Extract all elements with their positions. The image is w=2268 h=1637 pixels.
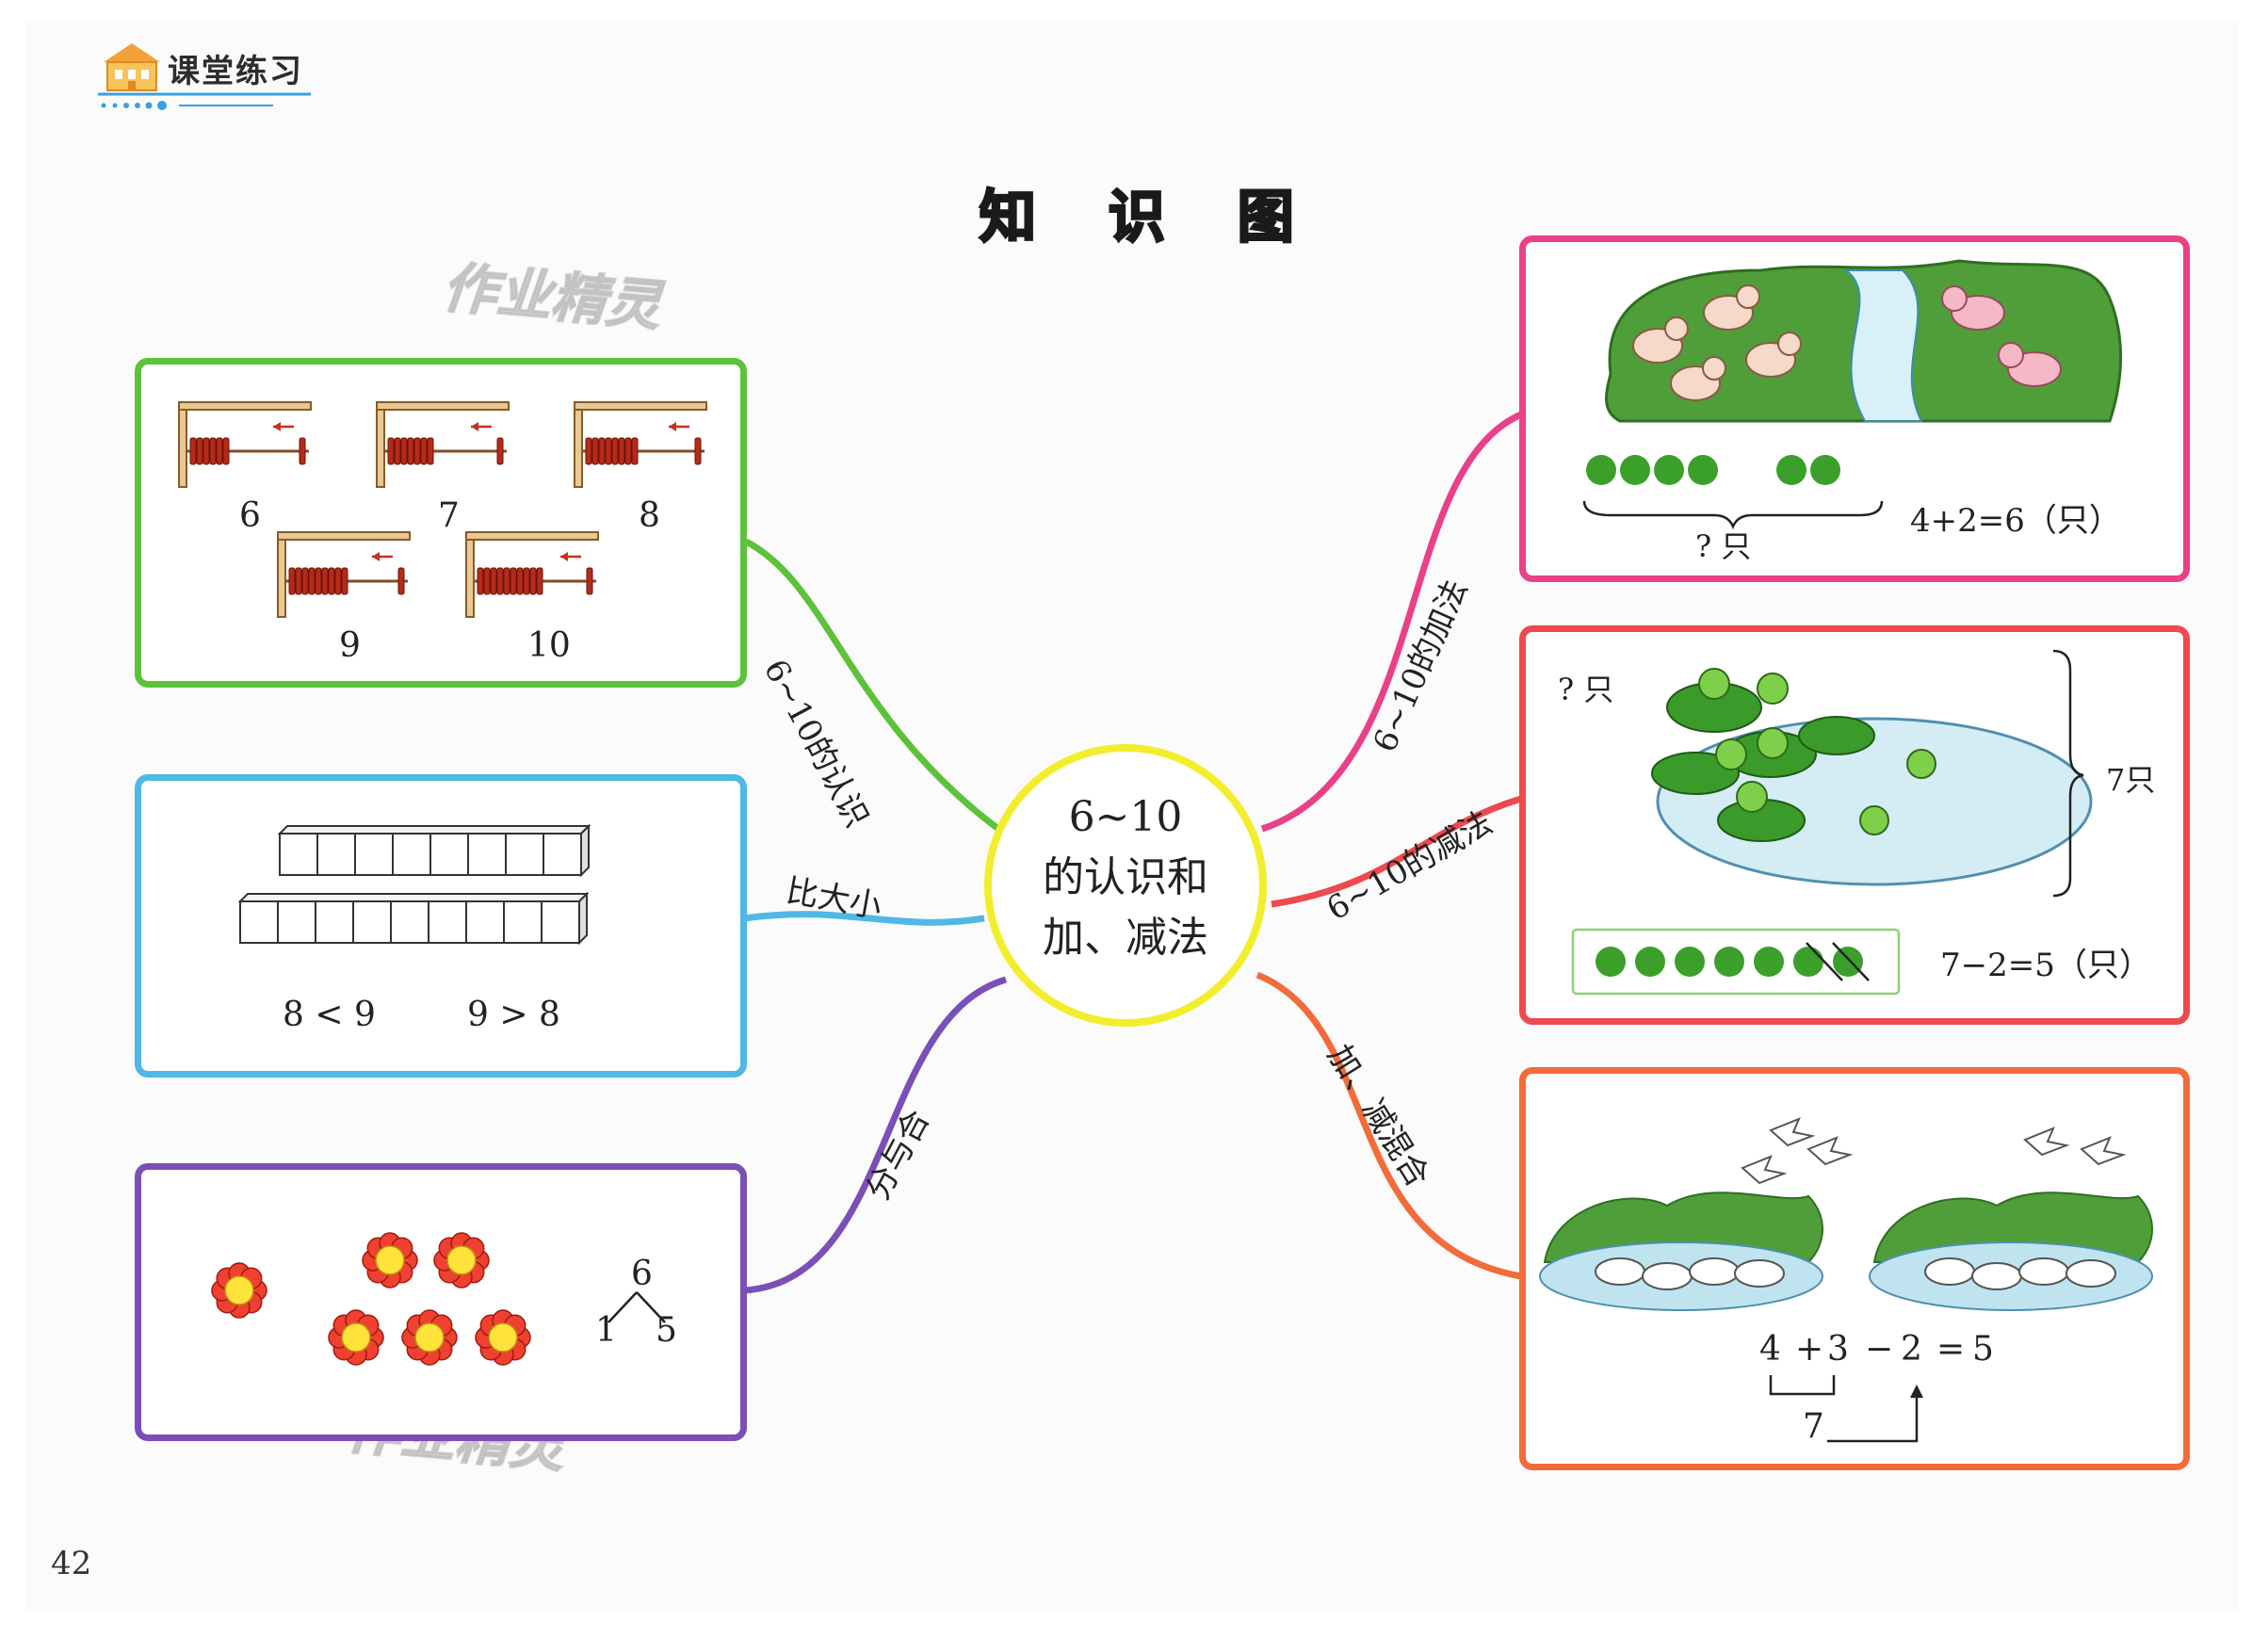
- mixed-subtotal: 7: [1803, 1407, 1824, 1446]
- dot: [1833, 947, 1863, 977]
- brace-right: [2052, 649, 2084, 898]
- bracket-under-4-3: [1769, 1375, 1836, 1396]
- swan-scene: [1539, 1117, 2153, 1443]
- pond-right: [1869, 1126, 2153, 1311]
- subtraction-question: ? 只: [1558, 672, 1614, 707]
- dot: [1675, 947, 1705, 977]
- flower-icon: [475, 1309, 531, 1366]
- pond-left: [1539, 1191, 1823, 1311]
- mixed-term-c: 2: [1901, 1330, 1922, 1369]
- dot: [1754, 947, 1784, 977]
- compare-box: 8 < 9 9 > 8: [135, 774, 747, 1078]
- page-number: 42: [51, 1545, 92, 1582]
- frog-pond-scene: [1571, 649, 2093, 996]
- abacus-label-7: 7: [438, 496, 460, 535]
- abacus-label-10: 10: [527, 626, 571, 665]
- abacus-label-6: 6: [239, 496, 261, 535]
- dot: [1635, 947, 1665, 977]
- cube-rows: [237, 823, 591, 946]
- dot: [1793, 947, 1823, 977]
- school-icon: [104, 43, 160, 91]
- addition-equation: 4+2=6（只）: [1910, 502, 2121, 540]
- connector-recognition: [744, 538, 1001, 832]
- mixed-equals: =: [1936, 1330, 1966, 1369]
- flower-icon: [401, 1309, 458, 1366]
- compare-left-expression: 8 < 9: [283, 996, 376, 1034]
- mixed-term-b: 3: [1827, 1330, 1849, 1369]
- header-label: 课堂练习: [168, 53, 303, 90]
- abacus-icon: [465, 531, 599, 618]
- abacus-icon: [178, 401, 312, 488]
- split-part-b: 5: [656, 1311, 677, 1350]
- mixed-op-b: −: [1865, 1330, 1894, 1369]
- abacus-icon: [376, 401, 510, 488]
- center-line-1: 6~10: [1068, 793, 1183, 841]
- flower-icon: [362, 1232, 418, 1289]
- center-line-3: 加、减法: [1043, 914, 1208, 962]
- header-badge: [98, 43, 311, 110]
- split-whole: 6: [631, 1255, 653, 1293]
- cube-row: [237, 891, 590, 946]
- mixed-term-a: 4: [1759, 1330, 1781, 1369]
- split-part-a: 1: [595, 1311, 617, 1350]
- center-node: 6~10 的认识和 加、减法: [984, 744, 1267, 1027]
- mixed-op-a: +: [1795, 1330, 1824, 1369]
- split-branches: [608, 1291, 666, 1323]
- frog-icon: [1698, 668, 1936, 835]
- addition-box: ? 只 4+2=6（只）: [1519, 235, 2190, 582]
- rabbit-icon: [1632, 284, 1802, 401]
- subtraction-equation: 7−2=5（只）: [1940, 947, 2151, 984]
- subtraction-box: ? 只 7只 7−2=5（只）: [1519, 625, 2190, 1025]
- addition-question: ? 只: [1695, 528, 1752, 564]
- arrow-head: [1910, 1385, 1923, 1398]
- center-line-2: 的认识和: [1043, 853, 1208, 901]
- connector-subtraction: [1271, 795, 1523, 908]
- connector-addition: [1260, 411, 1523, 833]
- connector-compare: [743, 911, 985, 926]
- rabbit-scene: [1582, 259, 2123, 530]
- flower-icon: [328, 1309, 384, 1366]
- brace-under-dots: [1582, 500, 1884, 530]
- flower-icon: [433, 1232, 490, 1289]
- abacus-group: [178, 401, 707, 618]
- flower-group: [211, 1232, 531, 1366]
- recognition-box: 6 7 8 9 10: [135, 358, 747, 688]
- swan-icon: [1741, 1117, 1854, 1185]
- mixed-box: 4 + 3 − 2 = 5 7: [1519, 1067, 2190, 1470]
- page-title: 知 识 图: [979, 184, 1320, 252]
- connector-mixed: [1256, 971, 1522, 1280]
- abacus-label-9: 9: [339, 626, 361, 665]
- mixed-result: 5: [1972, 1330, 1994, 1369]
- arrow-to-minus: [1827, 1394, 1919, 1443]
- split-box: 6 1 5: [135, 1163, 747, 1441]
- abacus-label-8: 8: [639, 496, 660, 535]
- dot: [1714, 947, 1744, 977]
- connector-split: [743, 976, 1007, 1294]
- subtraction-total: 7只: [2106, 762, 2156, 798]
- flower-icon: [211, 1262, 267, 1319]
- abacus-icon: [277, 531, 411, 618]
- abacus-icon: [574, 401, 707, 488]
- dot: [1596, 947, 1626, 977]
- compare-right-expression: 9 > 8: [467, 996, 560, 1034]
- cube-row: [277, 823, 591, 878]
